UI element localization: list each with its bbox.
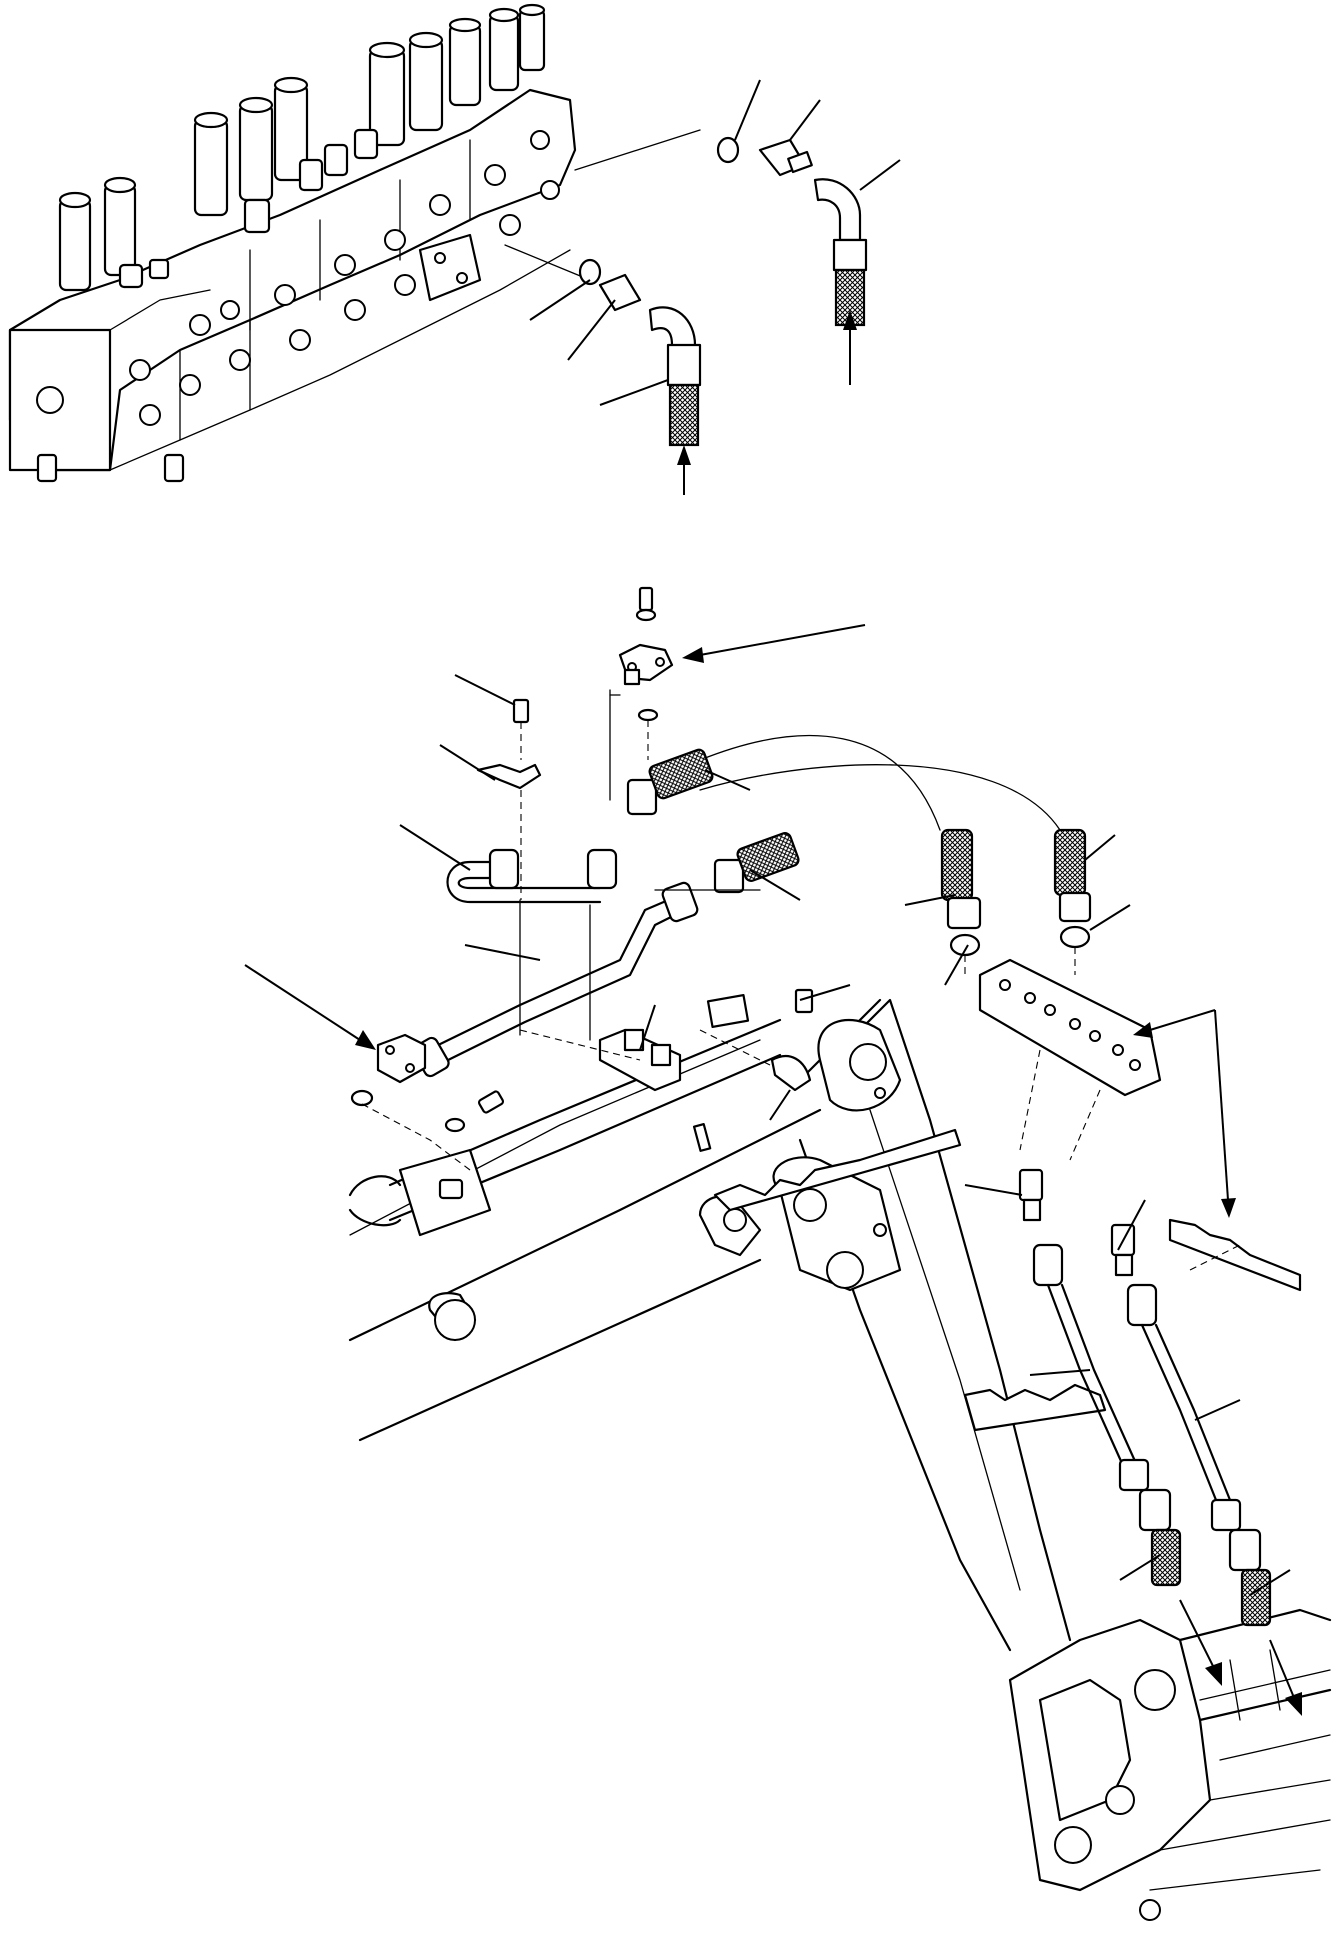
flow-arrow: [1179, 1599, 1222, 1686]
bolt: [477, 1090, 505, 1114]
pipe-clip: [770, 1054, 812, 1092]
indicator-arrow: [244, 964, 376, 1050]
hose-sleeve: [668, 383, 700, 447]
bottom-stud: [163, 453, 185, 483]
o-ring: [350, 1089, 374, 1107]
o-ring: [578, 258, 602, 286]
left-clamp-assembly: [476, 698, 542, 900]
lower-flange-assembly: [350, 1033, 505, 1171]
right-pipe-pair: [1018, 1168, 1272, 1627]
boom-foot-pin: [1054, 1826, 1092, 1864]
hose-ferrule: [832, 238, 868, 272]
flow-arrow: [677, 445, 691, 495]
upper-right-fitting-chain: [716, 136, 868, 327]
relief-valves: [118, 128, 379, 289]
control-valve-block: [8, 3, 577, 483]
adapter-fitting: [598, 273, 642, 312]
flow-arrow: [1269, 1639, 1302, 1716]
spool-caps: [58, 3, 546, 292]
indicator-arrow: [1133, 1009, 1236, 1218]
bottom-stud: [36, 453, 58, 483]
boom-pivot-hole: [849, 1043, 887, 1081]
center-clamp: [519, 988, 814, 1092]
boom-structure: [348, 998, 1332, 1921]
top-flange-assembly: [609, 586, 674, 801]
pipe-clamp-strip: [963, 1383, 1107, 1432]
pipe-clamp-strip: [713, 1128, 962, 1212]
hose-1: [626, 734, 1061, 894]
hose-sleeve: [648, 748, 714, 800]
u-shaped-pipe: [446, 848, 618, 904]
right-hose-ends: [940, 828, 1092, 957]
lower-fitting-chain: [578, 258, 702, 447]
boom-foot-pin: [434, 1299, 476, 1341]
flange-stub: [623, 668, 641, 686]
flow-arrow: [843, 310, 857, 385]
bolt: [638, 586, 654, 612]
o-ring: [716, 136, 740, 164]
washer: [635, 608, 657, 622]
valve-flange: [418, 233, 482, 302]
hose-ferrule: [626, 778, 658, 816]
pipe-clip: [476, 763, 542, 790]
o-ring: [637, 708, 659, 722]
pipe-clamp-strip: [1168, 1218, 1302, 1292]
hose-ferrule: [666, 343, 702, 387]
bolt: [794, 988, 814, 1014]
elbow-fitting: [813, 178, 862, 242]
washer: [444, 1117, 466, 1133]
valve-ports: [36, 130, 560, 426]
leader-lines-top: [529, 79, 901, 406]
o-ring: [1059, 925, 1091, 949]
bolt: [512, 698, 530, 724]
indicator-arrow: [682, 624, 866, 663]
leader-lines-bottom: [399, 674, 1291, 1596]
mounting-plate: [964, 947, 1162, 1161]
